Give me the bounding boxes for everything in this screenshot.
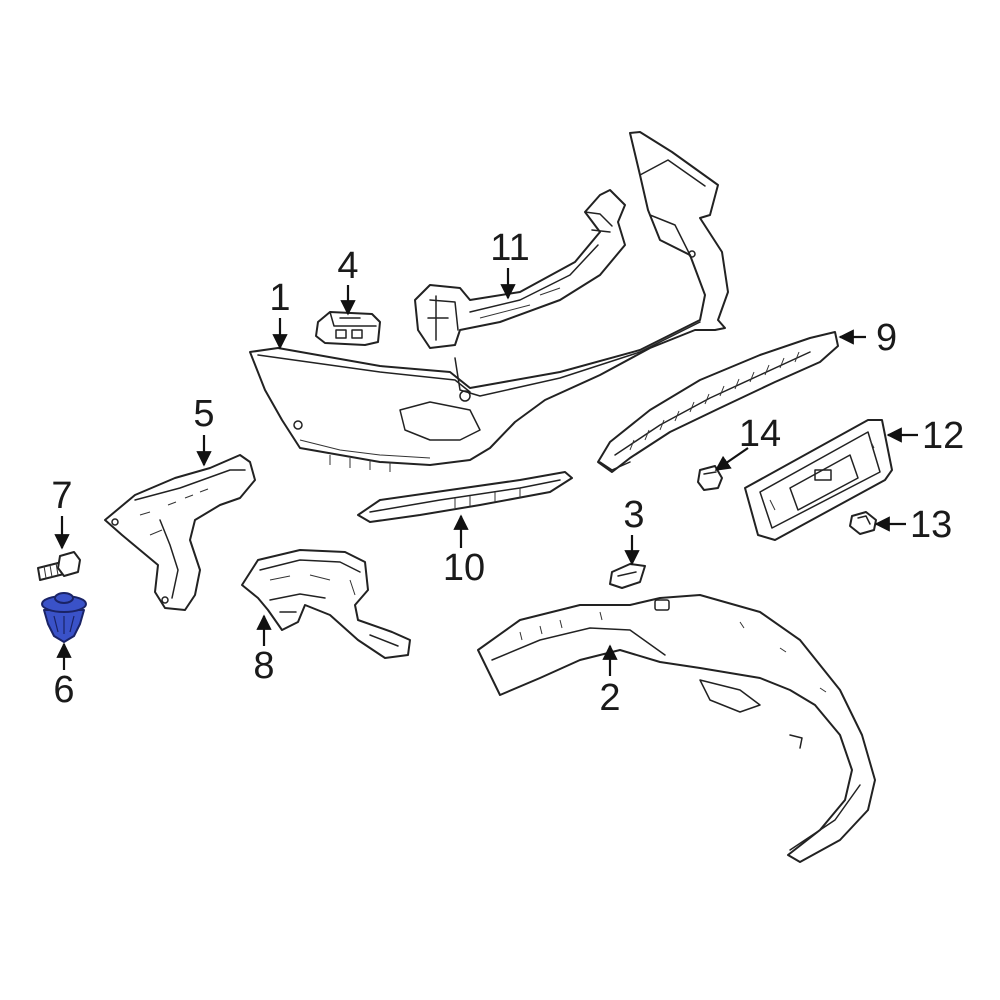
- callout-6: 6: [53, 669, 74, 711]
- part-3-cover[interactable]: [609, 563, 646, 589]
- callout-5: 5: [193, 393, 214, 435]
- callout-2: 2: [599, 677, 620, 719]
- callout-3: 3: [623, 494, 644, 536]
- part-5-bracket[interactable]: [104, 454, 256, 611]
- callout-13: 13: [910, 504, 952, 546]
- leader-14: [714, 447, 749, 471]
- callout-7: 7: [51, 475, 72, 517]
- part-2-lower-valance[interactable]: [477, 594, 876, 863]
- part-11-reinforcement-beam[interactable]: [414, 189, 626, 349]
- part-7-bolt[interactable]: [37, 551, 81, 581]
- callout-12: 12: [922, 415, 964, 457]
- callout-14: 14: [739, 413, 781, 455]
- part-10-trim-strip[interactable]: [357, 471, 573, 523]
- part-6-push-clip[interactable]: [41, 592, 87, 643]
- part-12-license-bracket[interactable]: [744, 419, 893, 541]
- leader-lines: [54, 268, 918, 676]
- callout-8: 8: [253, 645, 274, 687]
- callout-1: 1: [269, 277, 290, 319]
- callout-11: 11: [490, 227, 529, 269]
- callout-10: 10: [443, 547, 485, 589]
- part-8-lower-bracket[interactable]: [241, 549, 411, 659]
- callout-9: 9: [876, 317, 897, 359]
- part-4-sensor-bracket[interactable]: [315, 311, 381, 346]
- part-13-grommet[interactable]: [849, 511, 877, 535]
- callout-labels: 1 4 11 9 5 14 12 7 3 13 10 6 8 2: [51, 227, 964, 719]
- part-1-bumper-cover[interactable]: [249, 131, 729, 472]
- part-9-energy-absorber[interactable]: [597, 331, 839, 473]
- callout-4: 4: [337, 245, 358, 287]
